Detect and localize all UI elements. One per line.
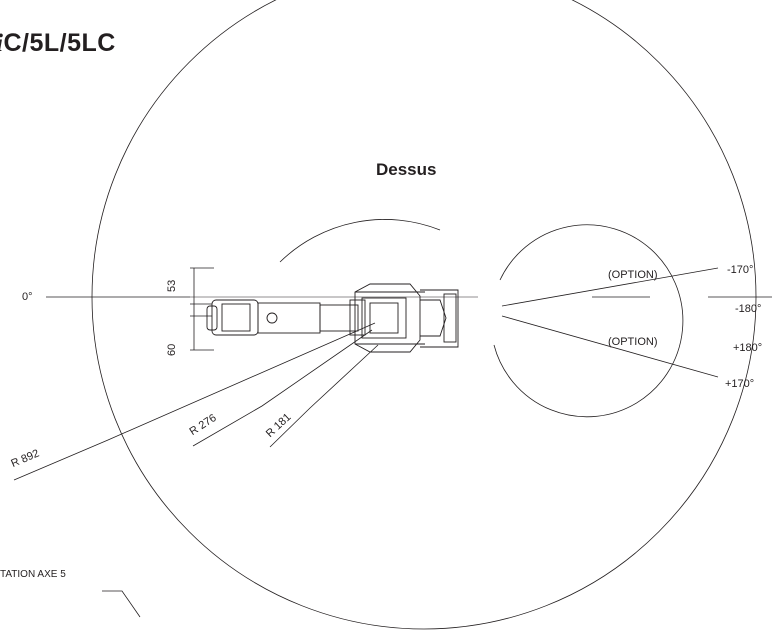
reach-circle-inner xyxy=(493,224,684,418)
leader-r181 xyxy=(269,344,379,448)
page-title: iC/5L/5LC xyxy=(0,29,116,58)
reach-arc-r276 xyxy=(279,219,441,263)
option-label-upper: (OPTION) xyxy=(608,269,658,281)
robot-arm xyxy=(206,283,459,353)
title-model: C/5L/5LC xyxy=(3,29,116,57)
title-prefix: i xyxy=(0,30,3,57)
leader-r892 xyxy=(13,322,376,481)
footer-note: TATION AXE 5 xyxy=(0,569,66,580)
view-label: Dessus xyxy=(376,160,437,179)
angle-label-zero: 0° xyxy=(22,291,33,303)
option-label-lower: (OPTION) xyxy=(608,336,658,348)
angle-label-plus170: +170° xyxy=(725,378,755,390)
dimension-label-60: 60 xyxy=(166,343,178,356)
footer-leader xyxy=(102,590,141,618)
leader-r276 xyxy=(192,329,373,447)
angle-label-minus180: -180° xyxy=(735,303,762,315)
angle-label-plus180: +180° xyxy=(733,342,763,354)
limit-line-minus170 xyxy=(501,267,719,307)
dimension-label-53: 53 xyxy=(166,279,178,292)
limit-line-plus170 xyxy=(501,315,719,378)
angle-label-minus170: -170° xyxy=(727,264,754,276)
reach-circle-outer xyxy=(91,0,757,630)
